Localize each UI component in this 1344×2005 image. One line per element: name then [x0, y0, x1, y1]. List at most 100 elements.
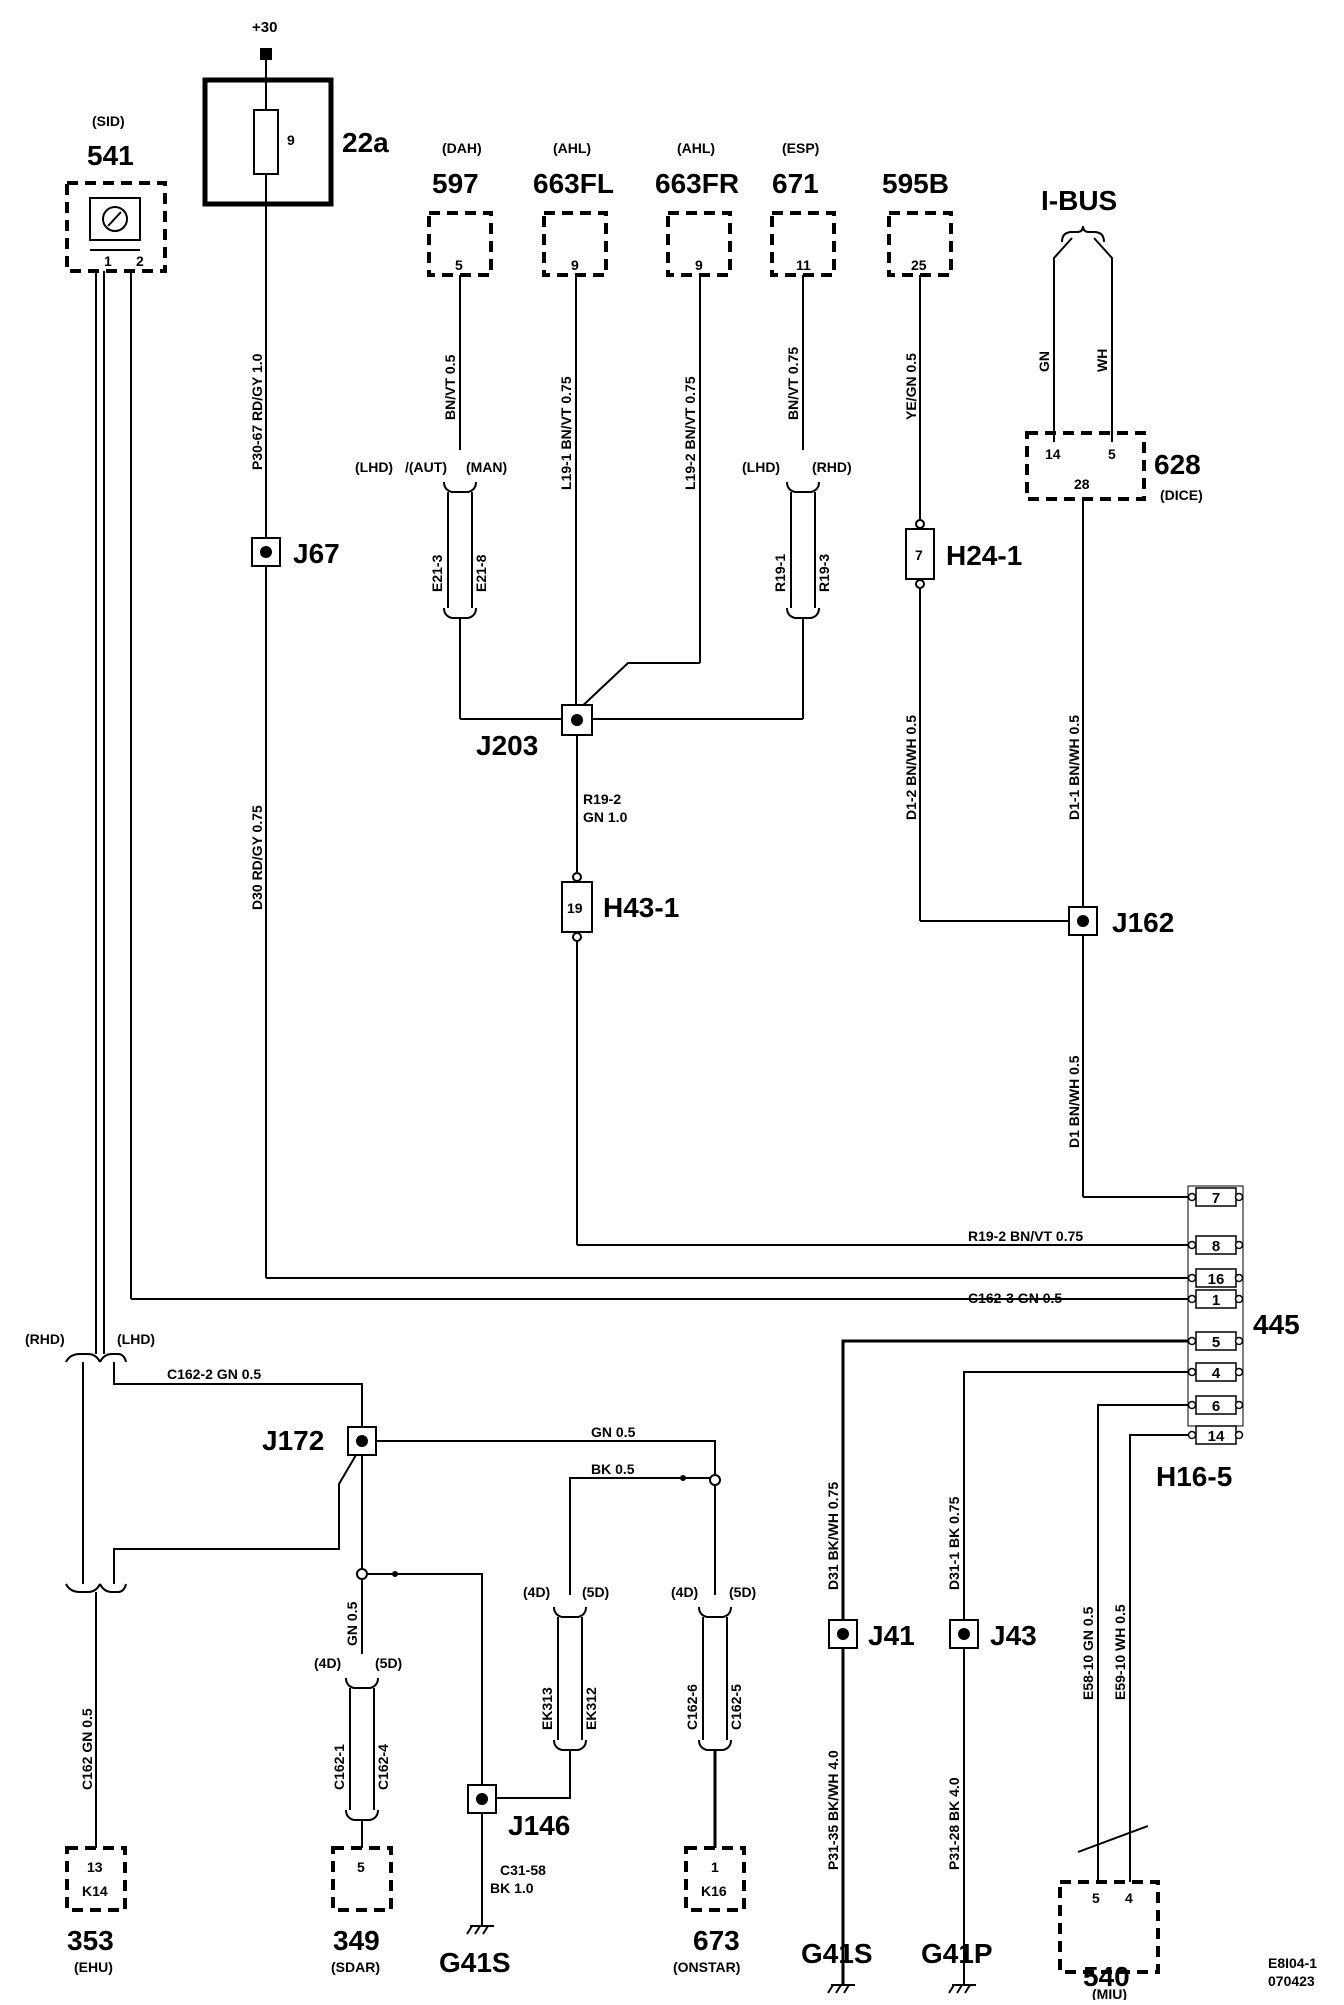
445-pin-number: 16: [1208, 1271, 1225, 1288]
wire-label-e5810: E58-10 GN 0.5: [1080, 1606, 1096, 1700]
component-353: 13 K14 353 (EHU): [65, 1846, 127, 1975]
option-brace-673-top: [698, 1606, 732, 1618]
wire-label-c1623: C162-3 GN 0.5: [968, 1290, 1062, 1306]
wire-label-c1625: C162-5: [728, 1684, 744, 1730]
595b-pin: 25: [911, 257, 927, 273]
671-note: (ESP): [782, 140, 819, 156]
variant-man: (MAN): [466, 459, 507, 475]
wire-label-wh: WH: [1094, 349, 1110, 372]
wire-e59-10: [1129, 1434, 1189, 1882]
445-pin-terminal: [1187, 1294, 1197, 1304]
445-pin-number: 1: [1212, 1292, 1220, 1309]
445-pin-terminal: [1187, 1367, 1197, 1377]
fuse-pin: 9: [287, 132, 295, 148]
445-pin-terminal: [1187, 1336, 1197, 1346]
wire-663fr-to-j203: [575, 662, 700, 713]
353-box: [65, 1846, 127, 1912]
445-pin-number: 5: [1212, 1334, 1220, 1351]
wire-j172-to-lhd-return: [113, 1454, 357, 1584]
wire-label-gn05v: GN 0.5: [344, 1601, 360, 1646]
wire-bk-ek: [569, 1477, 683, 1595]
component-628: 14 5 28 628 (DICE): [1025, 431, 1203, 503]
h24-label: H24-1: [946, 540, 1022, 571]
663fr-pin: 9: [695, 257, 703, 273]
673-sub: K16: [701, 1883, 727, 1899]
option-brace-rhd-lhd-top: [65, 1353, 127, 1363]
349-code: 349: [333, 1925, 380, 1956]
445-sub: H16-5: [1156, 1461, 1232, 1492]
splice-j172-label: J172: [262, 1425, 324, 1456]
541-note: (SID): [92, 113, 125, 129]
wire-label-671: BN/VT 0.75: [785, 347, 801, 420]
wire-label-e218: E21-8: [473, 554, 489, 592]
673-pin: 1: [711, 1859, 719, 1875]
541-code: 541: [87, 140, 134, 171]
671-pin: 11: [796, 257, 811, 273]
splice-j162-label: J162: [1112, 907, 1174, 938]
fuse-box: [202, 77, 334, 207]
connector-h24-1: 7 H24-1: [905, 519, 1022, 589]
option-brace-597-bottom: [443, 607, 477, 619]
wire-label-r192a: R19-2: [583, 791, 621, 807]
option-brace-349-top: [345, 1677, 379, 1689]
splice-j146: J146: [467, 1784, 570, 1841]
splice-j172: J172: [262, 1425, 377, 1456]
628-pin5: 5: [1108, 446, 1116, 462]
353-note: (EHU): [74, 1959, 113, 1975]
349-pin: 5: [357, 1859, 365, 1875]
wire-label-c3158b: BK 1.0: [490, 1880, 534, 1896]
541-pin1: 1: [104, 253, 112, 269]
component-663fl: (AHL) 663FL 9: [533, 140, 614, 277]
wire-label-r192c: R19-2 BN/VT 0.75: [968, 1228, 1083, 1244]
splice-j67-label: J67: [293, 538, 340, 569]
wire-label-c162: C162 GN 0.5: [79, 1708, 95, 1790]
628-pin28: 28: [1074, 476, 1090, 492]
349-note: (SDAR): [331, 1959, 380, 1975]
445-pin-number: 6: [1212, 1398, 1220, 1415]
variant-aut: /(AUT): [405, 459, 447, 475]
wire-to-j146: [367, 1573, 483, 1785]
595b-code: 595B: [882, 168, 949, 199]
component-597: (DAH) 597 5: [427, 140, 493, 277]
variant-5d-b: (5D): [582, 1584, 609, 1600]
540-pin5: 5: [1092, 1890, 1100, 1906]
option-brace-597-top: [443, 481, 477, 493]
wire-label-ek313: EK313: [539, 1687, 555, 1730]
wire-j172-gn: [376, 1440, 716, 1480]
wire-label-e213: E21-3: [429, 554, 445, 592]
wire-c162-2: [113, 1362, 363, 1427]
fuse-22a: 9 22a: [202, 77, 389, 207]
wire-label-gn: GN: [1036, 351, 1052, 372]
wire-label-ek312: EK312: [583, 1687, 599, 1730]
353-code: 353: [67, 1925, 114, 1956]
445-pin-number: 8: [1212, 1238, 1220, 1255]
splice-j43: J43: [949, 1619, 1037, 1651]
wire-j146-node: [392, 1571, 398, 1577]
variant-lhd3: (LHD): [117, 1331, 155, 1347]
wire-label-d311: D31-1 BK 0.75: [946, 1496, 962, 1590]
ground-g41p-label: G41P: [921, 1938, 993, 1969]
445-code: 445: [1253, 1309, 1300, 1340]
connector-h43-1: 19 H43-1: [561, 872, 679, 942]
h43-pin: 19: [567, 900, 583, 916]
wire-ibus-wh: [1093, 237, 1113, 442]
wire-d31-ground: [841, 1339, 1189, 1985]
fuse-element: [253, 109, 279, 175]
twisted-pair-icon: [1077, 1825, 1149, 1853]
wire-label-c3158a: C31-58: [500, 1862, 546, 1878]
supply-terminal: [260, 48, 272, 60]
wire-label-d1: D1 BN/WH 0.5: [1066, 1055, 1082, 1148]
option-brace-ek-bottom: [553, 1739, 587, 1751]
wire-ibus-gn: [1053, 237, 1073, 442]
ground-g41s-right-label: G41S: [801, 1938, 873, 1969]
663fl-note: (AHL): [553, 140, 591, 156]
540-box: [1058, 1880, 1160, 1974]
wire-label-r192b: GN 1.0: [583, 809, 628, 825]
h43-label: H43-1: [603, 892, 679, 923]
wire-label-c1622: C162-2 GN 0.5: [167, 1366, 261, 1382]
445-pin-number: 7: [1212, 1190, 1220, 1207]
663fl-pin: 9: [571, 257, 579, 273]
wire-label-d30: D30 RD/GY 0.75: [249, 805, 265, 910]
